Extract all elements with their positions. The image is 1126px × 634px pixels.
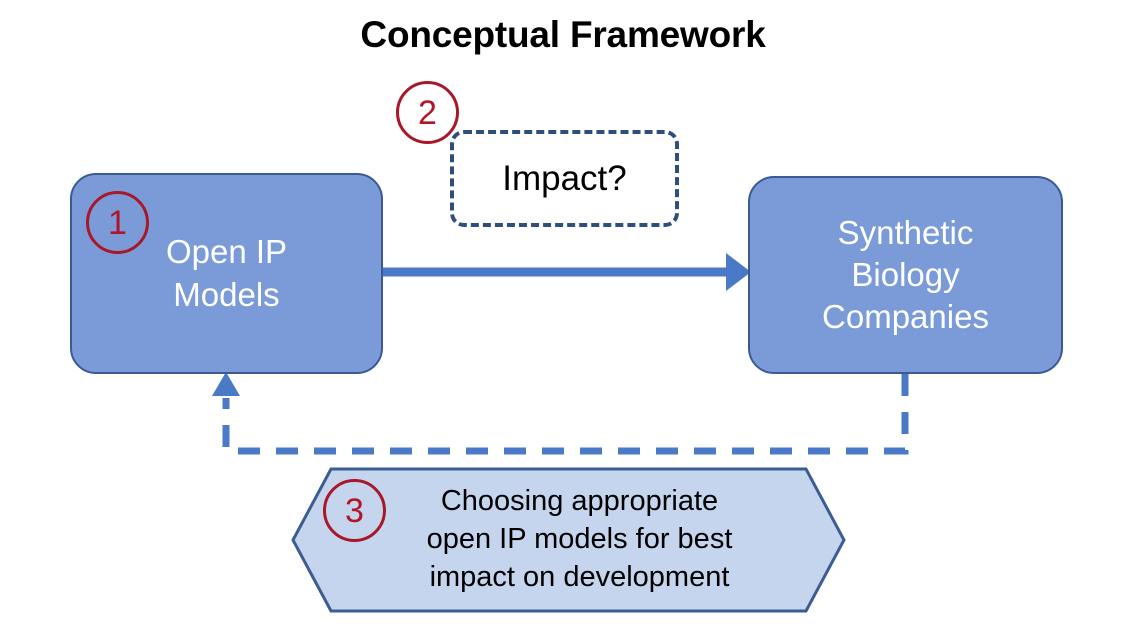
open-ip-to-companies-arrow [383,253,751,291]
marker-3[interactable]: 3 [323,479,386,542]
node-impact-label: Impact? [502,158,627,198]
node-synthetic-biology-companies-label: Synthetic Biology Companies [822,213,989,336]
page-title: Conceptual Framework [360,14,766,55]
node-open-ip-models-label: Open IP Models [165,233,288,313]
hexagon-shape [291,467,846,613]
marker-1[interactable]: 1 [86,191,149,254]
marker-2[interactable]: 2 [396,81,459,144]
node-choosing-hexagon[interactable]: Choosing appropriate open IP models for … [291,467,846,613]
node-impact[interactable]: Impact? [450,130,679,227]
node-choosing-label: Choosing appropriate open IP models for … [426,485,733,593]
feedback-dashed-arrow [212,372,909,455]
node-synthetic-biology-companies[interactable]: Synthetic Biology Companies [748,176,1063,374]
node-open-ip-models[interactable]: Open IP Models [70,173,383,374]
